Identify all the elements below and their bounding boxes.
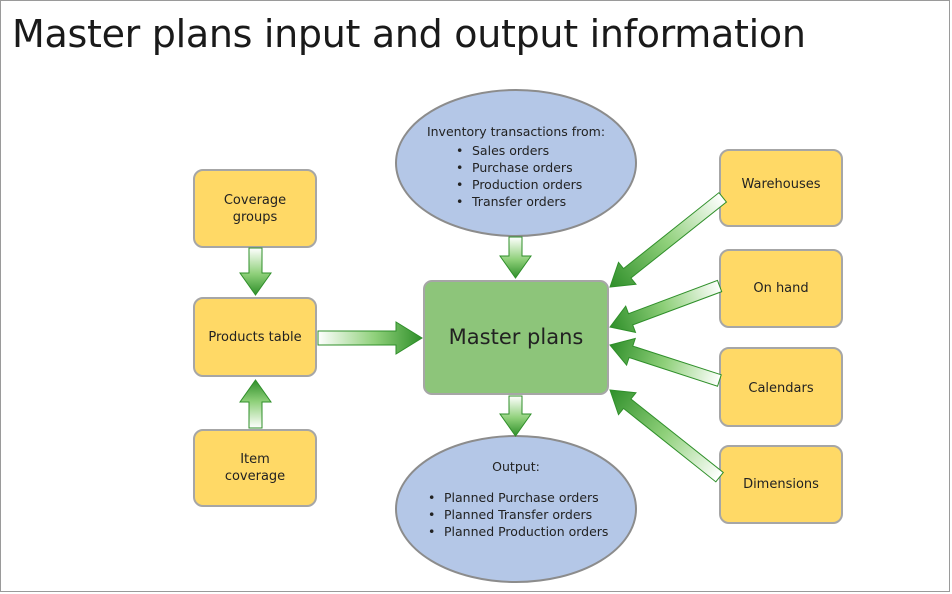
output-heading: Output: — [492, 459, 540, 474]
arrow-warehouses-to-master — [609, 191, 728, 288]
arrow-master-to-output — [499, 395, 532, 437]
inventory-heading: Inventory transactions from: — [426, 124, 606, 139]
master-plans-label: Master plans — [448, 325, 584, 349]
output-list: Planned Purchase orders Planned Transfer… — [416, 489, 616, 540]
inventory-list: Sales orders Purchase orders Production … — [416, 142, 616, 210]
list-item: Production orders — [456, 176, 616, 193]
arrow-itemcoverage-to-products — [239, 379, 272, 429]
products-table-box — [193, 297, 317, 377]
list-item: Sales orders — [456, 142, 616, 159]
dimensions-box — [719, 445, 843, 524]
arrow-calendars-to-master — [609, 337, 722, 387]
warehouses-box — [719, 149, 843, 227]
list-item: Transfer orders — [456, 193, 616, 210]
arrow-products-to-master — [317, 321, 423, 355]
output-text: Output: Planned Purchase orders Planned … — [416, 458, 616, 540]
arrow-dimensions-to-master — [609, 389, 725, 483]
master-plans-box — [423, 280, 609, 395]
list-item: Planned Production orders — [428, 523, 616, 540]
arrow-coverage-to-products — [239, 247, 272, 296]
on-hand-label: On hand — [753, 281, 809, 296]
arrow-inventory-to-master — [499, 236, 532, 279]
arrow-onhand-to-master — [609, 279, 723, 334]
dimensions-label: Dimensions — [743, 477, 819, 492]
coverage-groups-box — [193, 169, 317, 248]
page-title: Master plans input and output informatio… — [12, 12, 806, 56]
list-item: Purchase orders — [456, 159, 616, 176]
products-table-label: Products table — [208, 329, 302, 345]
item-coverage-label: Item coverage — [224, 452, 286, 484]
calendars-label: Calendars — [748, 380, 814, 396]
list-item: Planned Purchase orders — [428, 489, 616, 506]
calendars-box — [719, 347, 843, 427]
list-item: Planned Transfer orders — [428, 506, 616, 523]
inventory-text: Inventory transactions from: Sales order… — [416, 123, 616, 210]
item-coverage-box — [193, 429, 317, 507]
coverage-groups-label: Coverage groups — [223, 192, 287, 225]
warehouses-label: Warehouses — [741, 176, 821, 192]
